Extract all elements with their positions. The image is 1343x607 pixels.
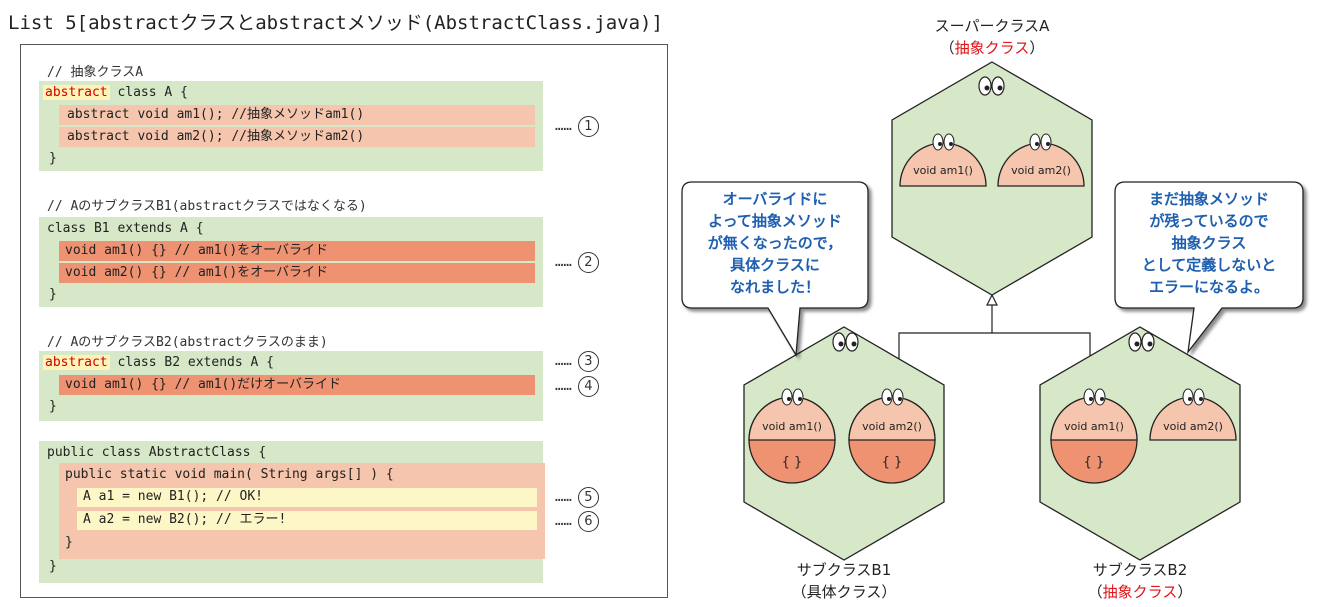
subclass-b2-label: サブクラスB2 [1092, 561, 1188, 579]
am1-abstract-line: abstract void am1(); //抽象メソッドam1() [67, 107, 365, 122]
main-class-close: } [49, 559, 57, 574]
b1-am1-body: { } [782, 455, 803, 470]
b2-am1-row [59, 375, 535, 395]
super-class-label: スーパークラスA [934, 17, 1050, 35]
a1-line: A a1 = new B1(); // OK! [83, 489, 264, 504]
svg-text:オーバライドに: オーバライドに [723, 190, 828, 208]
svg-text:なれました！: なれました！ [730, 278, 820, 296]
subclass-b1-hexagon [743, 326, 945, 561]
b1-am2-label: void am2() [862, 420, 922, 433]
class-b1-header: class B1 extends A { [47, 221, 204, 236]
marker-2: ……2 [555, 252, 599, 273]
am2-abstract-line: abstract void am2(); //抽象メソッドam2() [67, 129, 365, 144]
b2-am2-label: void am2() [1163, 420, 1223, 433]
b1-am1-label: void am1() [762, 420, 822, 433]
svg-text:具体クラスに: 具体クラスに [730, 256, 820, 274]
super-am2-label: void am2() [1011, 164, 1071, 177]
subclass-b1-label: サブクラスB1 [796, 561, 892, 579]
b1-am1-line: void am1() {} // am1()をオーバライド [65, 243, 329, 258]
super-am1-label: void am1() [913, 164, 973, 177]
class-b2-close: } [49, 399, 57, 414]
b2-am1-line: void am1() {} // am1()だけオーバライド [65, 377, 342, 392]
speech-bubble-left [681, 181, 869, 358]
inheritance-arrowhead [986, 293, 998, 306]
b2-am1-label: void am1() [1064, 420, 1124, 433]
abstract-keyword: abstract [43, 85, 110, 100]
eyes-icon [832, 332, 859, 352]
super-class-hexagon [891, 61, 1093, 296]
svg-text:が残っているので: が残っているので [1149, 212, 1268, 230]
marker-3: ……3 [555, 351, 599, 372]
speech-bubble-right-text: まだ抽象メソッド が残っているので 抽象クラス として定義しないと エラーになる… [1142, 190, 1277, 296]
b1-am2-row [59, 263, 535, 283]
class-a-header-rest: class A { [109, 85, 188, 100]
am1-abstract-row [59, 105, 535, 125]
speech-bubble-left-text: オーバライドに よって抽象メソッド が無くなったので， 具体クラスに なれました… [708, 190, 842, 296]
class-a-close: } [49, 151, 57, 166]
comment-block2: // AのサブクラスB1(abstractクラスではなくなる) [47, 199, 367, 214]
svg-text:が無くなったので，: が無くなったので， [708, 234, 842, 252]
b1-am2-body: { } [882, 455, 903, 470]
comment-block1: // 抽象クラスA [47, 65, 144, 80]
marker-1: ……1 [555, 116, 599, 137]
marker-5: ……5 [555, 487, 599, 508]
speech-bubble-right [1114, 181, 1304, 355]
comment-block3: // AのサブクラスB2(abstractクラスのまま) [47, 335, 328, 350]
code-listing: // 抽象クラスA abstract class A { abstract vo… [20, 44, 668, 598]
a2-row [77, 511, 537, 530]
eyes-icon [1128, 332, 1155, 352]
eyes-icon [781, 388, 904, 406]
eyes-icon [1083, 388, 1205, 406]
abstract-keyword: abstract [43, 355, 110, 370]
eyes-icon [932, 133, 1052, 151]
b1-am2-line: void am2() {} // am1()をオーバライド [65, 265, 329, 280]
class-b1-close: } [49, 287, 57, 302]
class-b2-header-rest: class B2 extends A { [109, 355, 274, 370]
svg-text:抽象クラス: 抽象クラス [1172, 234, 1247, 252]
main-method-header: public static void main( String args[] )… [65, 467, 394, 482]
svg-text:よって抽象メソッド: よって抽象メソッド [708, 212, 842, 230]
main-method-close: } [65, 535, 73, 550]
subclass-b2-sub: （抽象クラス） [1087, 583, 1193, 601]
class-a-block [39, 81, 543, 171]
eyes-icon [978, 76, 1005, 96]
super-class-sub: （抽象クラス） [939, 39, 1045, 57]
class-b1-block [39, 217, 543, 307]
a2-line: A a2 = new B2(); // エラー! [83, 512, 287, 527]
class-a-header: abstract class A { [43, 83, 188, 103]
subclass-b2-hexagon [1039, 326, 1241, 561]
listing-title: List 5[abstractクラスとabstractメソッド(Abstract… [8, 12, 663, 34]
svg-text:まだ抽象メソッド: まだ抽象メソッド [1149, 190, 1269, 208]
b2-am1-body: { } [1084, 455, 1105, 470]
b1-am1-row [59, 241, 535, 261]
class-b2-header: abstract class B2 extends A { [43, 353, 274, 373]
svg-text:として定義しないと: として定義しないと [1142, 256, 1277, 274]
marker-6: ……6 [555, 511, 599, 532]
a1-row [77, 488, 537, 507]
marker-4: ……4 [555, 376, 599, 397]
am2-abstract-row [59, 127, 535, 147]
inheritance-lines [898, 305, 1091, 360]
svg-text:エラーになるよ。: エラーになるよ。 [1149, 278, 1269, 296]
main-class-header: public class AbstractClass { [47, 445, 267, 460]
subclass-b1-sub: （具体クラス） [791, 583, 897, 601]
